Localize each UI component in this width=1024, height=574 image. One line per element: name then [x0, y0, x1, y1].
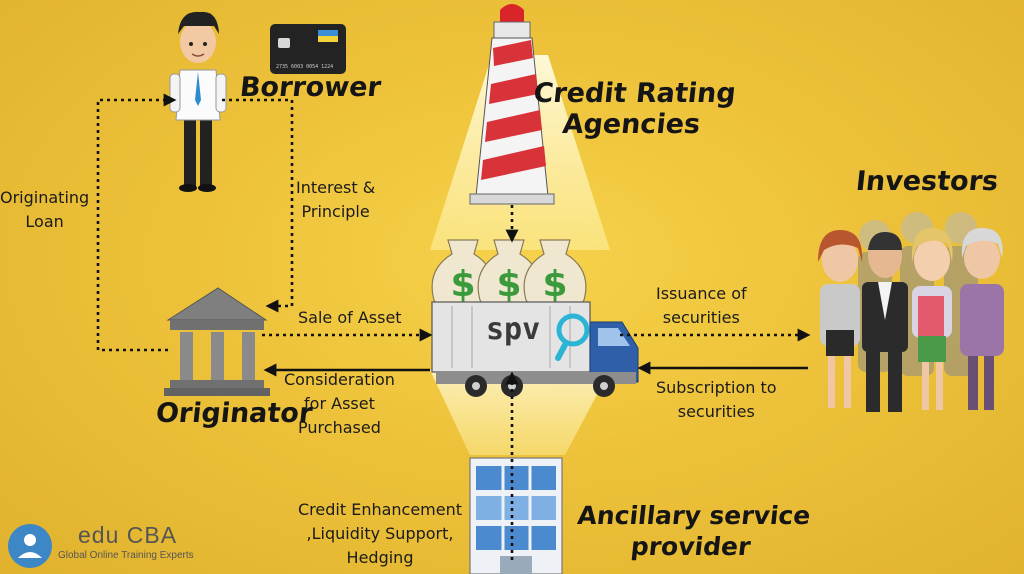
- svg-text:$: $: [496, 264, 521, 305]
- spv-label: spv: [486, 312, 541, 347]
- educba-logo-icon: [8, 524, 52, 568]
- magnifier-icon: [555, 313, 590, 361]
- money-bag-icon: $: [523, 239, 587, 311]
- interest-principle-label: Interest &Principle: [296, 178, 376, 221]
- borrower-icon: [169, 11, 227, 192]
- bank-building-icon: [164, 287, 270, 396]
- office-building-icon: [469, 457, 563, 574]
- investors-group-icon: [818, 212, 1004, 412]
- svg-text:$: $: [542, 264, 567, 305]
- credit-enhancement-label: Credit Enhancement,Liquidity Support,Hed…: [298, 500, 463, 567]
- investors-label: Investors: [854, 166, 1000, 197]
- lighthouse-icon: [469, 4, 555, 205]
- borrower-label: Borrower: [238, 72, 383, 103]
- logo-tagline: Global Online Training Experts: [58, 550, 194, 561]
- interest-arrow: [222, 98, 294, 313]
- logo-name: edu CBA: [78, 522, 178, 548]
- sale-of-asset-label: Sale of Asset: [298, 308, 402, 327]
- card-number: 2735 6003 0054 1224: [276, 64, 333, 70]
- originating-loan-arrow: [96, 93, 177, 352]
- credit-card-icon: 2735 6003 0054 1224: [270, 24, 346, 74]
- svg-text:$: $: [450, 264, 475, 305]
